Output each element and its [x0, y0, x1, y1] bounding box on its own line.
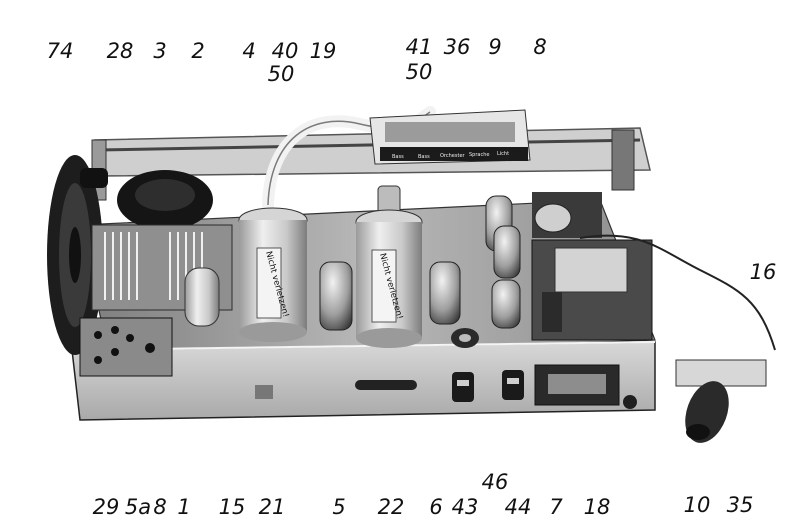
- callout-15: 15: [218, 495, 246, 519]
- callout-40: 40: [271, 39, 299, 63]
- callout-8-bottom: 8: [153, 495, 167, 519]
- output-transformer: [532, 192, 602, 238]
- callout-29: 29: [92, 495, 120, 519]
- callout-21: 21: [258, 495, 286, 519]
- callout-2: 2: [191, 39, 205, 63]
- callout-35: 35: [726, 493, 754, 517]
- callout-22: 22: [377, 495, 405, 519]
- dial-slot: [355, 380, 417, 390]
- front-panel-label-15: [255, 385, 273, 399]
- callout-41: 41: [405, 35, 433, 59]
- vacuum-tube-7: [491, 279, 521, 329]
- external-control-10: [675, 359, 767, 443]
- vacuum-tube-5: [319, 261, 353, 331]
- callout-5a: 5a: [124, 495, 152, 519]
- callout-7: 7: [549, 495, 563, 519]
- callout-16: 16: [749, 260, 777, 284]
- socket-44: [502, 370, 524, 400]
- callout-8-top: 8: [533, 35, 547, 59]
- speaker-magnet: [117, 170, 213, 230]
- vacuum-tube-6: [429, 261, 461, 325]
- filter-capacitor-can-22: Nicht verletzen!: [355, 185, 423, 348]
- callout-3: 3: [153, 39, 167, 63]
- callout-44: 44: [504, 495, 532, 519]
- dial-wheel: [47, 155, 108, 355]
- callout-74: 74: [46, 39, 74, 63]
- callout-1: 1: [177, 495, 191, 519]
- callout-43: 43: [451, 495, 479, 519]
- fuse-holder-18: [534, 364, 620, 406]
- callout-9: 9: [488, 35, 502, 59]
- mains-transformer: [531, 239, 653, 341]
- callout-28: 28: [106, 39, 134, 63]
- callout-36: 36: [443, 35, 471, 59]
- tuning-capacitor: [91, 224, 233, 327]
- callout-46: 46: [481, 470, 509, 494]
- socket-43: [452, 372, 474, 402]
- pushbutton-switch-bank: [369, 109, 531, 165]
- callout-10: 10: [683, 493, 711, 517]
- front-screw: [623, 395, 637, 409]
- filter-capacitor-can-21: Nicht verletzen!: [238, 207, 308, 342]
- tube-socket-46: [451, 328, 479, 348]
- callout-6: 6: [429, 495, 443, 519]
- callout-5: 5: [332, 495, 346, 519]
- connecting-wire: [579, 234, 776, 351]
- callout-19: 19: [309, 39, 337, 63]
- callout-18: 18: [583, 495, 611, 519]
- vacuum-tube-8: [493, 225, 521, 279]
- callout-4: 4: [242, 39, 256, 63]
- callout-50-left: 50: [267, 62, 295, 86]
- callout-50-right: 50: [405, 60, 433, 84]
- antenna-terminal-block: [79, 317, 173, 377]
